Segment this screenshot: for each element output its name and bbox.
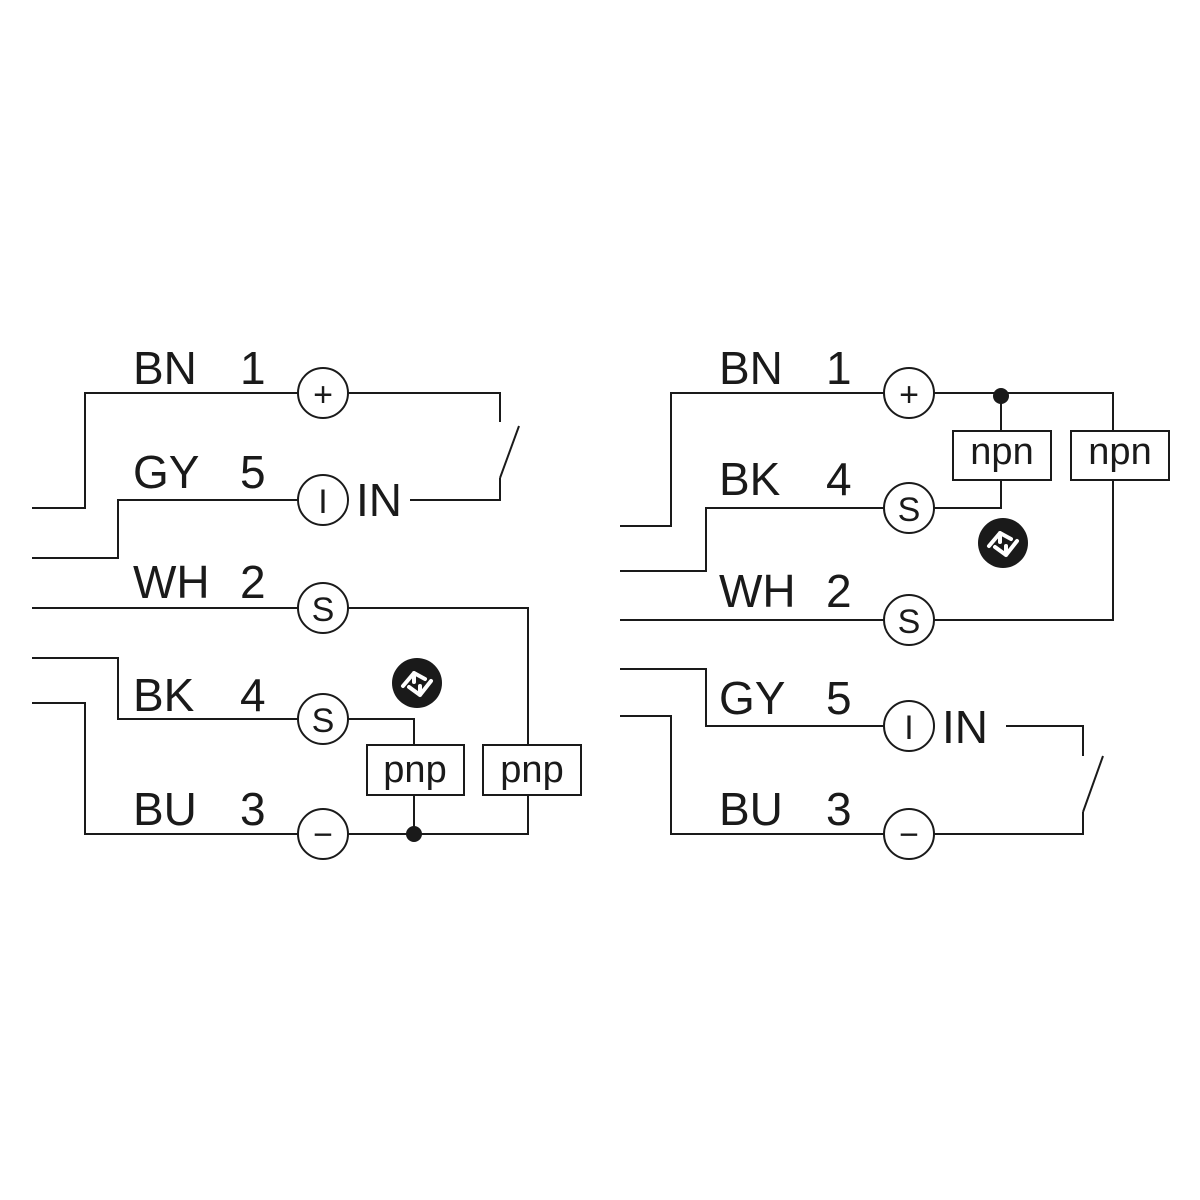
right-terminal-s-bk-symbol: S [898,491,921,529]
right-label-bk: BK [719,453,781,505]
left-terminal-minus [297,808,349,860]
left-label-bu-pin: 3 [240,783,266,835]
left-label-bn: BN [133,342,197,394]
right-label-bn-pin: 1 [826,342,852,394]
right-terminal-input [883,700,935,752]
right-label-gy: GY [719,672,785,724]
left-terminal-plus-symbol: + [313,376,333,414]
right-wire-bu [620,715,884,835]
left-label-gy: GY [133,446,199,498]
right-label-bu: BU [719,783,783,835]
right-npn-box-2 [1070,430,1170,481]
left-label-bn-pin: 1 [240,342,266,394]
right-label-wh-pin: 2 [826,565,852,617]
left-junction-dot [406,826,422,842]
left-terminal-input-symbol: I [318,483,327,521]
left-label-gy-pin: 5 [240,446,266,498]
left-label-bu: BU [133,783,197,835]
left-switch-contact [499,425,520,479]
right-terminal-plus [883,367,935,419]
left-wire-bu [32,702,298,835]
left-label-bk-pin: 4 [240,669,266,721]
right-label-gy-pin: 5 [826,672,852,724]
left-label-wh-pin: 2 [240,556,266,608]
right-label-in: IN [942,701,988,753]
left-terminal-s-bk-symbol: S [312,702,335,740]
antivalent-switching-icon [978,518,1028,568]
right-label-bu-pin: 3 [826,783,852,835]
right-label-bk-pin: 4 [826,453,852,505]
right-terminal-minus-symbol: − [899,816,919,854]
left-pnp-box-2 [482,744,582,796]
left-label-bk: BK [133,669,195,721]
left-terminal-input [297,474,349,526]
left-wire-gy [32,499,298,559]
right-npn-box-1 [952,430,1052,481]
left-load-switch-wire [348,392,501,501]
right-terminal-s-bk [883,482,935,534]
right-terminal-s-wh [883,594,935,646]
right-wire-gy [620,668,884,727]
left-terminal-s-wh [297,582,349,634]
left-wh-output-wire [348,607,529,745]
right-plus-rail [934,392,1114,431]
right-diagram: + S S I − BN 1 BK 4 WH 2 GY 5 IN BU 3 np… [620,342,1170,860]
right-label-wh: WH [719,565,796,617]
left-label-wh: WH [133,556,210,608]
left-pnp-box-1 [366,744,465,796]
right-junction-dot [993,388,1009,404]
left-terminal-plus [297,367,349,419]
right-terminal-plus-symbol: + [899,376,919,414]
right-npn-label-2: npn [1088,431,1151,473]
antivalent-switching-icon [392,658,442,708]
left-pnp-label-2: pnp [500,749,563,791]
right-terminal-minus [883,808,935,860]
right-terminal-s-wh-symbol: S [898,603,921,641]
left-diagram: + I S S − BN 1 GY 5 IN WH 2 BK 4 BU 3 pn… [32,342,582,860]
right-switch-contact [1082,755,1104,813]
left-terminal-s-wh-symbol: S [312,591,335,629]
right-npn-label-1: npn [970,431,1033,473]
right-npn-2-output [934,480,1114,621]
right-in-switch-wire [934,725,1084,835]
right-wire-bn [620,392,884,527]
left-pnp-return-wire [348,795,529,835]
right-label-bn: BN [719,342,783,394]
right-wire-bk [620,507,884,572]
right-terminal-input-symbol: I [904,709,913,747]
left-terminal-s-bk [297,693,349,745]
left-pnp-label-1: pnp [383,749,446,791]
left-wire-bk [32,657,298,720]
left-wire-bn [32,392,298,509]
left-terminal-minus-symbol: − [313,816,333,854]
left-label-in: IN [356,474,402,526]
